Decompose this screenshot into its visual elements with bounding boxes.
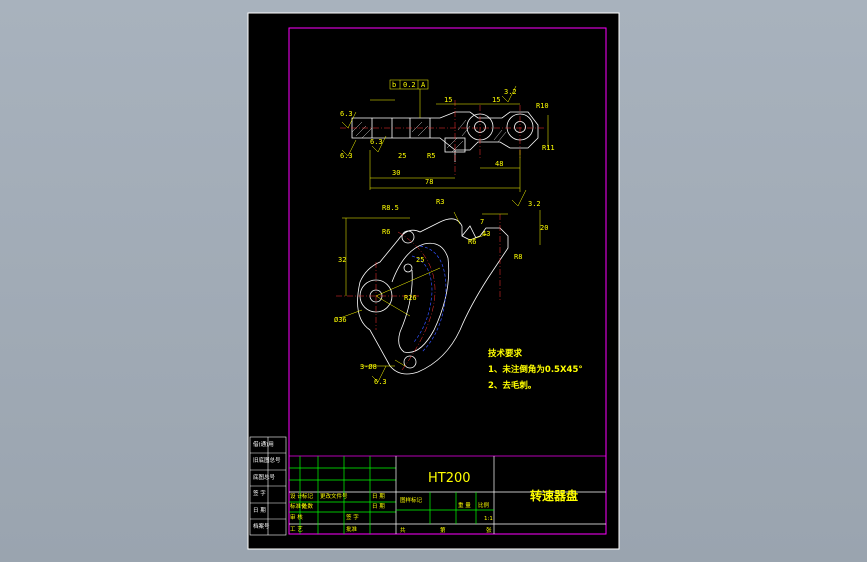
svg-text:7: 7: [480, 218, 484, 226]
svg-text:6.3: 6.3: [374, 378, 387, 386]
title-block: [288, 455, 607, 535]
svg-text:b: b: [392, 81, 396, 89]
plan-view-labels: R8.5 R3 R6 R6 R8 R26 7 32 20 25 43 Ø36 3…: [334, 198, 548, 386]
svg-text:R10: R10: [536, 102, 549, 110]
svg-text:6.3: 6.3: [340, 110, 353, 118]
scale-label: 1:1: [484, 516, 493, 522]
svg-text:日 期: 日 期: [253, 507, 266, 514]
svg-text:32: 32: [338, 256, 346, 264]
front-view-dimensions: [341, 79, 549, 192]
svg-text:6.3: 6.3: [370, 138, 383, 146]
svg-text:更改文件号: 更改文件号: [320, 492, 348, 500]
svg-text:日 期: 日 期: [372, 503, 385, 510]
svg-text:R6: R6: [382, 228, 390, 236]
svg-text:旧底图总号: 旧底图总号: [253, 456, 281, 464]
svg-text:25: 25: [416, 256, 424, 264]
svg-text:底图总号: 底图总号: [253, 473, 276, 481]
svg-text:Ø36: Ø36: [334, 316, 347, 324]
svg-text:3.2: 3.2: [528, 200, 541, 208]
svg-text:共: 共: [400, 526, 406, 534]
svg-text:R8.5: R8.5: [382, 204, 399, 212]
plan-view-hidden-lines: [411, 245, 447, 353]
binding-strip: [249, 436, 287, 536]
svg-text:签 字: 签 字: [346, 513, 359, 521]
material-label: HT200: [428, 471, 471, 486]
svg-text:工 艺: 工 艺: [290, 526, 303, 533]
drawing-sheet: [247, 12, 620, 550]
svg-text:批准: 批准: [346, 525, 358, 533]
plan-view-dimensions: [339, 189, 541, 383]
svg-text:78: 78: [425, 178, 433, 186]
svg-text:A: A: [421, 81, 426, 89]
svg-text:6.3: 6.3: [340, 152, 353, 160]
notes-heading: 技术要求: [488, 348, 523, 359]
svg-text:R26: R26: [404, 294, 417, 302]
svg-text:签 字: 签 字: [253, 489, 266, 497]
svg-text:重 量: 重 量: [458, 501, 471, 509]
svg-text:标记: 标记: [302, 492, 314, 500]
svg-text:R5: R5: [427, 152, 435, 160]
binding-strip-labels: 借(通)用 旧底图总号 底图总号 签 字 日 期 档案号: [253, 440, 281, 530]
svg-text:档案号: 档案号: [253, 522, 270, 530]
svg-text:48: 48: [495, 160, 503, 168]
svg-text:处数: 处数: [302, 502, 314, 510]
svg-text:R8: R8: [514, 253, 522, 261]
svg-text:30: 30: [392, 169, 400, 177]
svg-text:15: 15: [444, 96, 452, 104]
svg-text:图样标记: 图样标记: [400, 496, 423, 504]
svg-text:25: 25: [398, 152, 406, 160]
svg-text:43: 43: [482, 230, 490, 238]
svg-text:15: 15: [492, 96, 500, 104]
svg-text:R11: R11: [542, 144, 555, 152]
svg-text:张: 张: [486, 526, 492, 534]
svg-text:R3: R3: [436, 198, 444, 206]
notes-line-1: 1、未注倒角为0.5X45°: [488, 364, 583, 375]
svg-text:20: 20: [540, 224, 548, 232]
svg-text:审 核: 审 核: [290, 513, 303, 521]
technical-notes: 技术要求 1、未注倒角为0.5X45° 2、去毛刺。: [488, 348, 583, 391]
front-view-labels: b 0.2 A 15 15 R10 R5 R11 30 78 48 25 6.3…: [340, 81, 555, 186]
svg-text:R6: R6: [468, 238, 476, 246]
front-view-hatching: [351, 119, 507, 153]
svg-text:3-Ø8: 3-Ø8: [360, 363, 377, 371]
svg-text:标准化: 标准化: [290, 502, 307, 510]
svg-text:3.2: 3.2: [504, 88, 517, 96]
svg-text:0.2: 0.2: [403, 81, 416, 89]
svg-text:比例: 比例: [478, 501, 490, 509]
svg-text:第: 第: [440, 526, 446, 534]
svg-text:借(通)用: 借(通)用: [253, 440, 274, 448]
part-name-label: 转速器盘: [530, 488, 578, 503]
title-block-labels: HT200 转速器盘 1:1 设 计 标准化 审 核 工 艺 日 期 批准 标记…: [290, 471, 578, 534]
notes-line-2: 2、去毛刺。: [488, 380, 536, 391]
svg-text:日 期: 日 期: [372, 493, 385, 500]
svg-text:设 计: 设 计: [290, 492, 303, 500]
